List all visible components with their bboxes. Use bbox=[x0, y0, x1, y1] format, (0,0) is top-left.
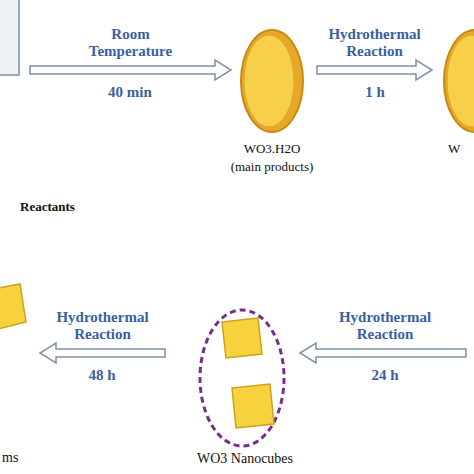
node-label: Reactants bbox=[20, 200, 75, 215]
product-disc-face bbox=[244, 35, 294, 127]
process-arrow bbox=[40, 343, 165, 363]
arrow-condition: 24 h bbox=[371, 367, 398, 384]
node-shape bbox=[0, 0, 20, 76]
nanoprism-square bbox=[0, 284, 26, 330]
product-disc-rim bbox=[241, 30, 303, 132]
product-disc-face bbox=[447, 35, 474, 127]
node-label: WO3 Nanocubes bbox=[197, 451, 293, 467]
node-label: ms bbox=[2, 450, 18, 466]
node-label: W bbox=[448, 142, 460, 157]
process-node: W bbox=[430, 20, 474, 180]
process-arrow bbox=[300, 343, 466, 363]
product-disc-rim bbox=[444, 30, 474, 132]
process-node: Reactants bbox=[0, 0, 120, 230]
node-shape bbox=[239, 28, 305, 134]
process-node: WO3.H2O (main products) bbox=[212, 20, 332, 190]
process-node: WO3 Nanocubes bbox=[185, 305, 305, 473]
process-arrow bbox=[30, 60, 231, 80]
node-label: (main products) bbox=[231, 160, 314, 175]
arrow-condition: 48 h bbox=[88, 367, 115, 384]
node-shape bbox=[442, 28, 474, 134]
node-label: WO3.H2O bbox=[244, 142, 301, 157]
arrow-condition: Room Temperature bbox=[75, 26, 187, 61]
arrow-condition: Hydrothermal Reaction bbox=[329, 309, 441, 344]
arrow-condition: 40 min bbox=[108, 84, 152, 101]
nanocube-square bbox=[232, 384, 274, 428]
arrow-condition: Hydrothermal Reaction bbox=[319, 26, 431, 61]
node-shape bbox=[0, 282, 28, 334]
node-shape bbox=[198, 308, 286, 448]
nanocube-square bbox=[222, 318, 262, 358]
arrow-condition: 1 h bbox=[365, 84, 385, 101]
reactant-vessel bbox=[0, 0, 19, 75]
arrow-condition: Hydrothermal Reaction bbox=[47, 309, 159, 344]
process-arrow bbox=[317, 60, 432, 80]
process-node: ms bbox=[0, 280, 40, 470]
dashed-outline bbox=[200, 310, 284, 446]
